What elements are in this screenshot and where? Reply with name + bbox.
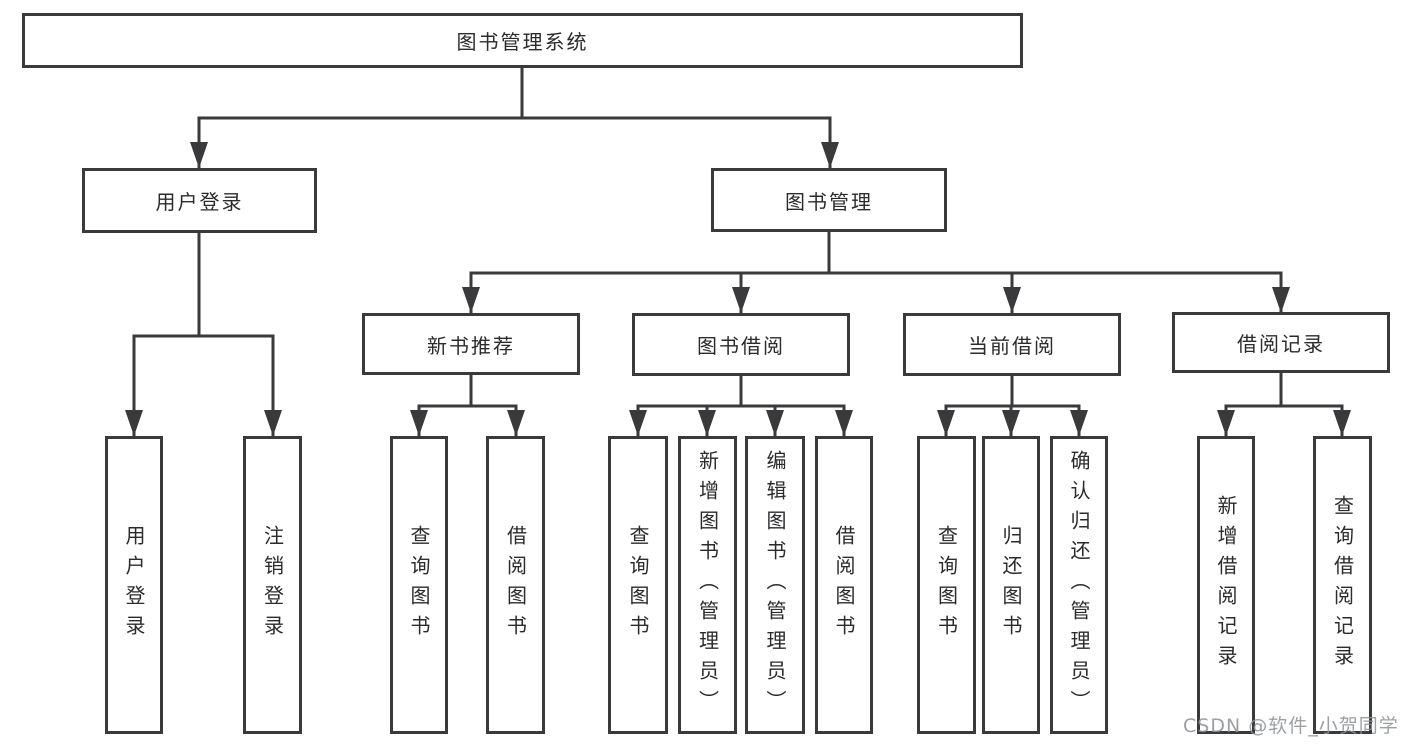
node-current-borrow: 当前借阅 <box>903 313 1121 376</box>
leaf-query-books-1: 查询图书 <box>390 436 448 734</box>
leaf-confirm-return-admin: 确认归还（管理员） <box>1050 436 1108 734</box>
connector-borrow-records-bus <box>1224 369 1344 408</box>
node-label: 借阅记录 <box>1237 332 1325 356</box>
node-label: 用户登录 <box>155 190 244 214</box>
connector-root-bus <box>197 64 832 120</box>
leaf-borrow-books-1: 借阅图书 <box>486 436 545 734</box>
node-label: 确认归还（管理员） <box>1067 450 1091 720</box>
leaf-user-login: 用户登录 <box>105 436 163 734</box>
node-label: 图书管理系统 <box>456 30 589 54</box>
leaf-query-books-3: 查询图书 <box>917 436 976 734</box>
connector-book-borrow-bus <box>636 372 846 408</box>
node-label: 图书管理 <box>785 189 873 214</box>
node-borrow-records: 借阅记录 <box>1172 312 1390 373</box>
node-user-login: 用户登录 <box>82 168 317 233</box>
node-label: 用户登录 <box>122 525 146 645</box>
leaf-query-books-2: 查询图书 <box>608 436 668 734</box>
node-label: 编辑图书（管理员） <box>763 450 787 720</box>
node-label: 查询图书 <box>407 525 431 645</box>
node-label: 新增借阅记录 <box>1214 495 1238 675</box>
leaf-logout: 注销登录 <box>243 436 302 734</box>
connector-user-login-bus <box>132 229 275 338</box>
node-library-management-system: 图书管理系统 <box>22 13 1023 68</box>
node-label: 借阅图书 <box>503 525 528 645</box>
leaf-add-borrow-record: 新增借阅记录 <box>1197 436 1255 734</box>
leaf-borrow-books-2: 借阅图书 <box>815 436 873 734</box>
node-new-book-recommend: 新书推荐 <box>362 313 580 375</box>
leaf-return-books: 归还图书 <box>982 436 1040 734</box>
watermark-text: CSDN @软件_小贺同学 <box>1183 715 1399 737</box>
node-label: 注销登录 <box>260 525 285 645</box>
node-label: 新书推荐 <box>427 333 515 358</box>
leaf-query-borrow-record: 查询借阅记录 <box>1313 436 1372 734</box>
node-label: 图书借阅 <box>697 334 785 358</box>
node-label: 借阅图书 <box>832 525 856 645</box>
connector-book-management-bus <box>469 228 1283 275</box>
leaf-add-book-admin: 新增图书（管理员） <box>678 436 737 734</box>
node-label: 新增图书（管理员） <box>695 450 720 720</box>
node-label: 当前借阅 <box>968 334 1056 358</box>
connector-current-borrow-bus <box>944 372 1081 408</box>
node-book-borrow: 图书借阅 <box>632 313 850 376</box>
leaf-edit-book-admin: 编辑图书（管理员） <box>745 436 805 734</box>
node-label: 归还图书 <box>999 525 1023 645</box>
node-book-management: 图书管理 <box>711 168 947 232</box>
connector-new-book-bus <box>417 371 518 408</box>
node-label: 查询图书 <box>626 525 650 645</box>
node-label: 查询借阅记录 <box>1330 495 1355 675</box>
node-label: 查询图书 <box>934 525 959 645</box>
